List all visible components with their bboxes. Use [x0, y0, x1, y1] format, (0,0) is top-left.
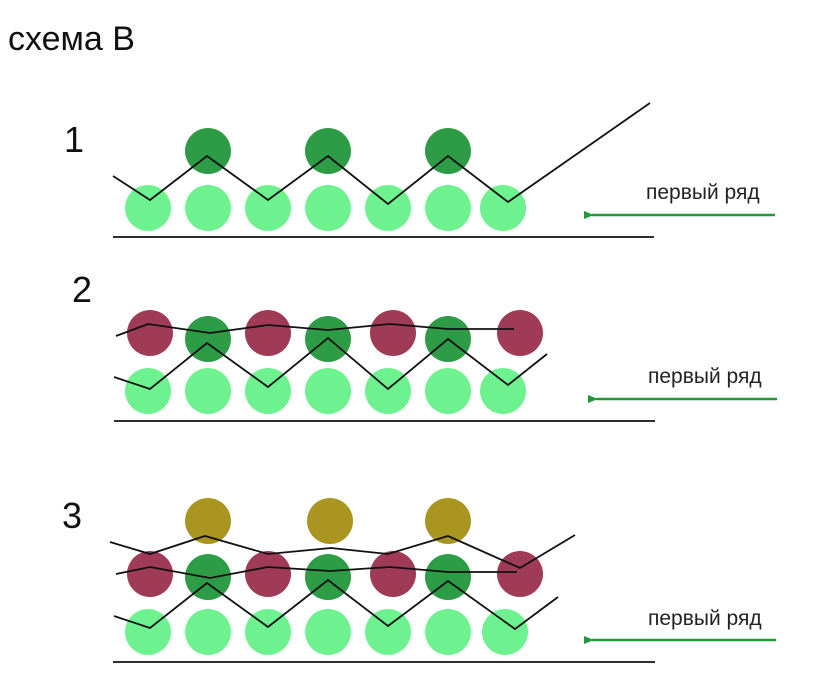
bead-p2-maroon-4: [497, 310, 543, 356]
bead-p1-top-3: [425, 128, 471, 174]
bead-p3-base-6: [425, 609, 471, 655]
bead-p1-base-1: [125, 185, 171, 231]
bead-p2-base-6: [425, 368, 471, 414]
bead-p3-base-7: [482, 609, 528, 655]
bead-p3-olive-3: [425, 498, 471, 544]
step-number-1: 1: [64, 119, 85, 160]
thread-p1: [112, 102, 651, 206]
bead-p3-base-2: [185, 609, 231, 655]
diagram-title: схема В: [8, 20, 135, 58]
thread-p2-upper: [115, 323, 514, 337]
bead-p2-maroon-3: [370, 310, 416, 356]
bead-p2-base-4: [305, 368, 351, 414]
thread-p3-lower: [113, 578, 559, 631]
row-label-2: первый ряд: [648, 365, 762, 388]
bead-p1-top-2: [305, 128, 351, 174]
thread-p2-lower: [113, 336, 548, 391]
bead-p3-olive-1: [185, 498, 231, 544]
thread-p3-upper: [109, 534, 576, 570]
bead-p3-maroon-3: [370, 551, 416, 597]
bead-p1-top-1: [185, 128, 231, 174]
row-label-3: первый ряд: [648, 607, 762, 630]
row-label-1: первый ряд: [646, 181, 760, 204]
bead-p1-base-2: [185, 185, 231, 231]
bead-p1-base-4: [305, 185, 351, 231]
bead-p1-base-3: [245, 185, 291, 231]
bead-p3-maroon-2: [245, 551, 291, 597]
bead-p3-base-3: [245, 609, 291, 655]
bead-p2-maroon-2: [245, 310, 291, 356]
bead-p2-base-1: [125, 368, 171, 414]
thread-p3-middle: [115, 566, 517, 579]
bead-p2-base-2: [185, 368, 231, 414]
bead-p3-olive-2: [307, 498, 353, 544]
bead-p1-base-7: [480, 185, 526, 231]
step-number-2: 2: [72, 269, 93, 310]
bead-p2-base-7: [480, 368, 526, 414]
bead-p1-base-6: [425, 185, 471, 231]
step-number-3: 3: [62, 495, 83, 536]
bead-p3-maroon-1: [127, 551, 173, 597]
bead-p2-maroon-1: [127, 310, 173, 356]
bead-p3-base-5: [365, 609, 411, 655]
bead-p3-base-4: [305, 609, 351, 655]
bead-p1-base-5: [365, 185, 411, 231]
